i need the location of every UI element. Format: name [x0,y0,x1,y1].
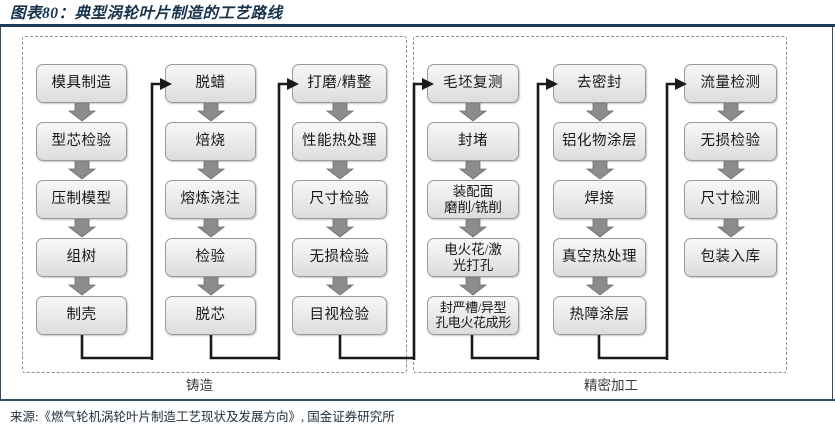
group-label-casting: 铸造 [186,378,213,393]
arrow-down [197,219,225,238]
node-mating-surface-grinding-milling[interactable]: 装配面 磨削/铣削 [427,180,519,219]
arrow-down [586,161,614,180]
node-inspection[interactable]: 检验 [165,238,256,277]
node-dimensional-measurement[interactable]: 尺寸检测 [684,180,777,219]
connector-col1-col2 [80,334,175,394]
arrow-down [197,277,225,296]
arrow-down [459,161,487,180]
arrow-down [586,103,614,122]
node-line-2: 磨削/铣削 [444,199,502,215]
arrow-down [68,219,96,238]
node-flow-testing[interactable]: 流量检测 [684,64,777,103]
node-core-removal[interactable]: 脱芯 [165,296,256,335]
node-line-2: 光打孔 [452,257,494,273]
connector-col5-col6-riser [663,78,689,363]
node-line-1: 装配面 [452,184,494,200]
arrow-down [68,161,96,180]
group-label-machining: 精密加工 [584,378,638,393]
node-line-1: 封严槽/异型 [439,299,507,315]
arrow-down [326,103,354,122]
node-performance-heat-treatment[interactable]: 性能热处理 [292,122,387,161]
group-casting [22,36,407,373]
node-edm-laser-drilling[interactable]: 电火花/激 光打孔 [427,238,519,277]
connector-col2-col3 [209,334,304,394]
node-roasting[interactable]: 焙烧 [165,122,256,161]
arrow-down [197,161,225,180]
arrow-down [459,219,487,238]
page-title: 图表80：典型涡轮叶片制造的工艺路线 [10,5,283,22]
arrow-down [68,103,96,122]
node-dewaxing[interactable]: 脱蜡 [165,64,256,103]
connector-col4-col5 [470,334,565,394]
node-mold-manufacturing[interactable]: 模具制造 [36,64,127,103]
connector-col3-col4-riser [410,78,436,363]
node-aluminide-coating[interactable]: 铝化物涂层 [553,122,646,161]
connector-col3-col4 [338,334,433,394]
connector-col1-col2-riser [148,78,174,363]
node-nondestructive-testing[interactable]: 无损检验 [684,122,777,161]
node-core-inspection[interactable]: 型芯检验 [36,122,127,161]
arrow-down [326,161,354,180]
source-note: 来源:《燃气轮机涡轮叶片制造工艺现状及发展方向》, 国金证券研究所 [10,410,395,424]
node-press-molding[interactable]: 压制模型 [36,180,127,219]
node-melting-pouring[interactable]: 熔炼浇注 [165,180,256,219]
node-tree-assembly[interactable]: 组树 [36,238,127,277]
arrow-down [717,219,745,238]
connector-col4-col5-riser [534,78,560,363]
node-blank-remeasurement[interactable]: 毛坯复测 [427,64,519,103]
node-welding[interactable]: 焊接 [553,180,646,219]
arrow-down [68,277,96,296]
node-thermal-barrier-coating[interactable]: 热障涂层 [553,296,646,335]
arrow-down [586,219,614,238]
arrow-down [459,277,487,296]
node-dimensional-inspection[interactable]: 尺寸检验 [292,180,387,219]
arrow-down [717,103,745,122]
node-deseal[interactable]: 去密封 [553,64,646,103]
node-line-1: 电火花/激 [444,242,502,258]
node-plugging[interactable]: 封堵 [427,122,519,161]
node-shell-making[interactable]: 制壳 [36,296,127,335]
node-vacuum-heat-treatment[interactable]: 真空热处理 [553,238,646,277]
node-seal-groove-edm-forming[interactable]: 封严槽/异型 孔电火花成形 [427,296,519,335]
arrow-down [717,161,745,180]
arrow-down [459,103,487,122]
node-visual-inspection[interactable]: 目视检验 [292,296,387,335]
node-grinding-finishing[interactable]: 打磨/精整 [292,64,387,103]
connector-col2-col3-riser [275,78,301,363]
connector-col5-col6 [597,334,692,394]
node-line-2: 孔电火花成形 [435,314,511,330]
arrow-down [197,103,225,122]
arrow-down [326,277,354,296]
title-divider [0,24,835,27]
arrow-down [586,277,614,296]
node-nondestructive-inspection[interactable]: 无损检验 [292,238,387,277]
node-packaging-warehousing[interactable]: 包装入库 [684,238,777,277]
bottom-divider [0,399,835,401]
arrow-down [326,219,354,238]
